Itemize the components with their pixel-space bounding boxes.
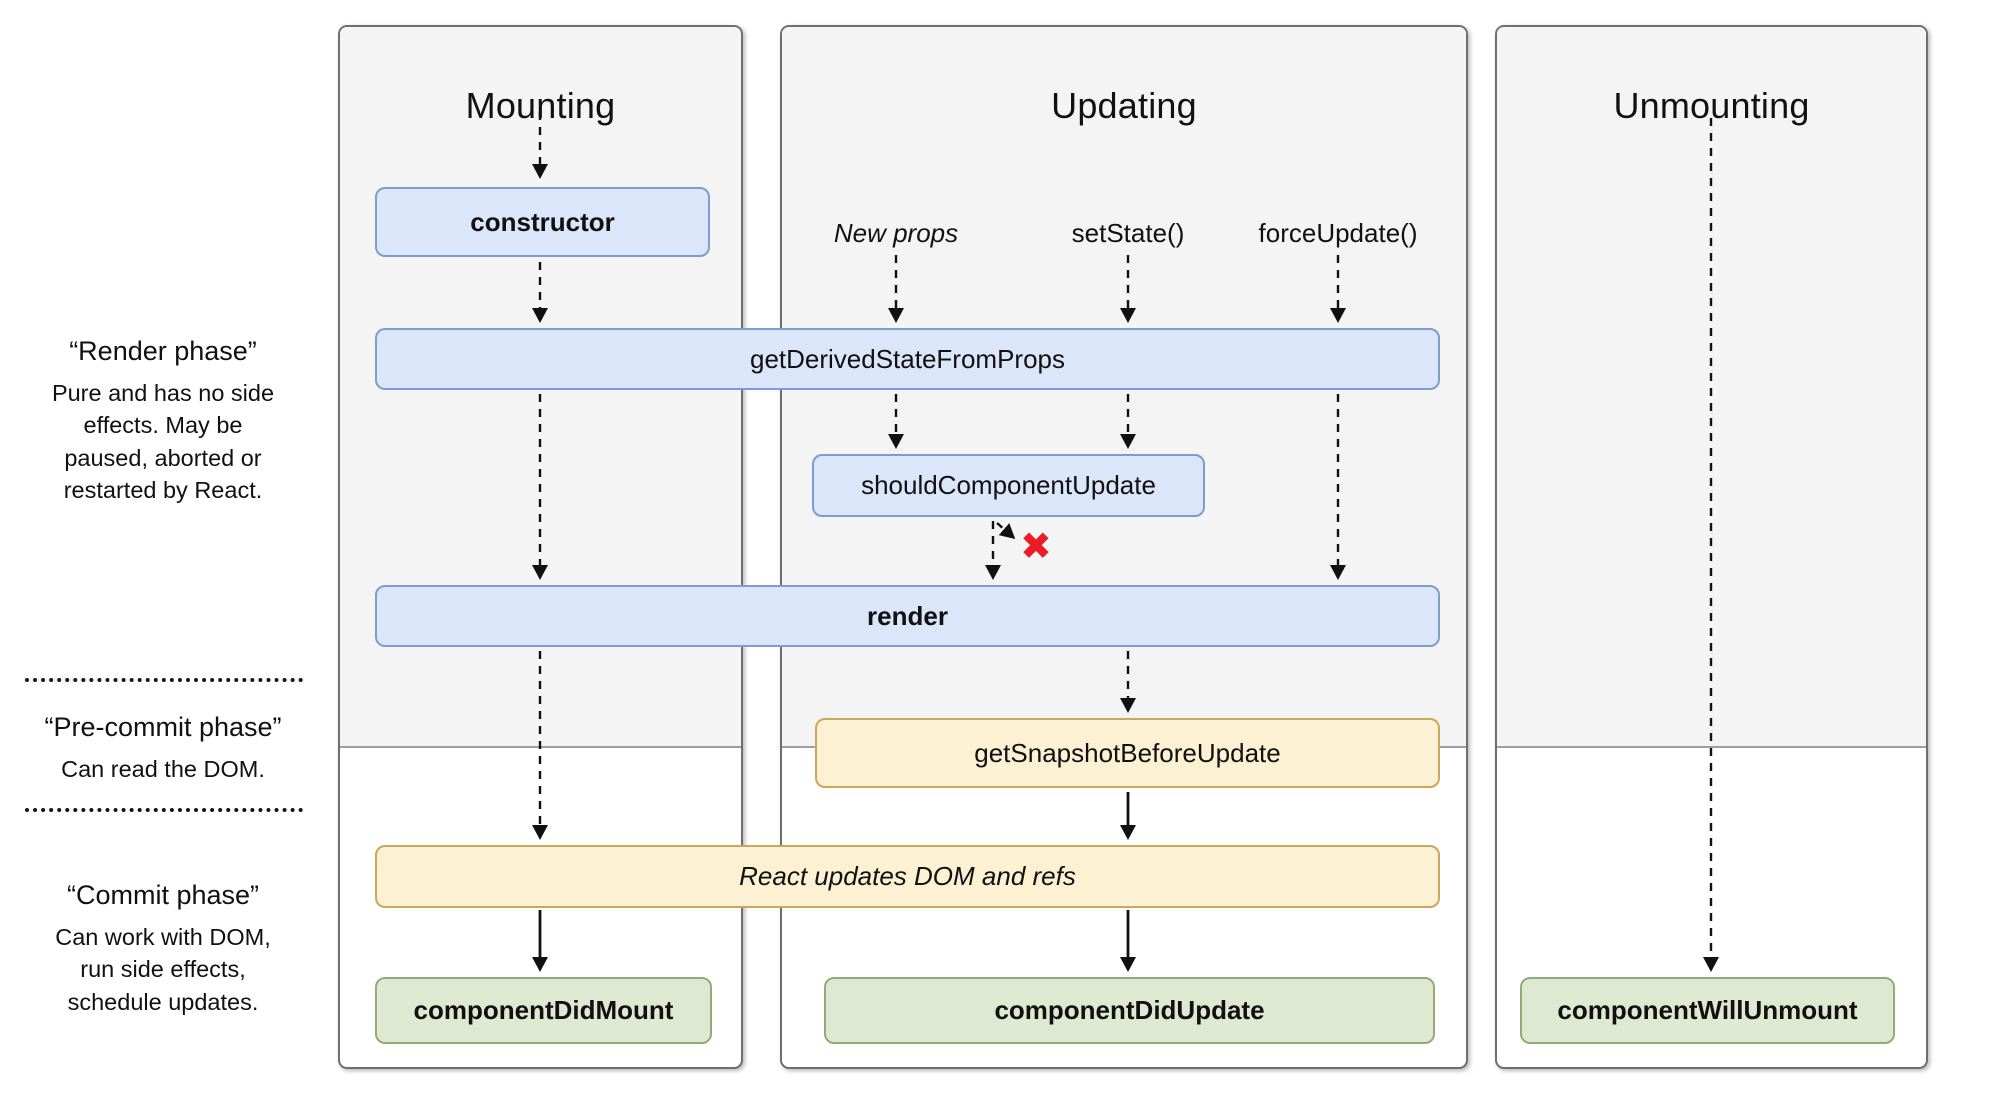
trigger-force-update: forceUpdate(): [1258, 218, 1418, 248]
trigger-new-props: New props: [833, 218, 959, 248]
phase-label-commit: “Commit phase” Can work with DOM, run si…: [28, 880, 298, 1018]
phase-title-commit: “Commit phase”: [66, 880, 260, 910]
node-get-derived-state-from-props: getDerivedStateFromProps: [375, 328, 1440, 390]
trigger-set-state: setState(): [1071, 218, 1185, 248]
phase-label-pre-commit: “Pre-commit phase” Can read the DOM.: [28, 712, 298, 785]
phase-title-render: “Render phase”: [69, 336, 257, 366]
render-phase-background: [1497, 27, 1926, 748]
node-component-will-unmount: componentWillUnmount: [1520, 977, 1895, 1044]
reject-x-icon: ✖: [1020, 524, 1052, 568]
phase-description-commit: Can work with DOM, run side effects, sch…: [55, 924, 271, 1015]
node-constructor: constructor: [375, 187, 710, 257]
node-component-did-mount: componentDidMount: [375, 977, 712, 1044]
node-render: render: [375, 585, 1440, 647]
phase-label-render: “Render phase” Pure and has no side effe…: [28, 336, 298, 507]
phase-description-pre-commit: Can read the DOM.: [61, 756, 265, 782]
dotted-divider-bottom: [25, 808, 303, 812]
dotted-divider-top: [25, 678, 303, 682]
node-should-component-update: shouldComponentUpdate: [812, 454, 1205, 517]
column-title-updating: Updating: [1051, 85, 1197, 126]
column-unmounting: Unmounting: [1495, 25, 1928, 1069]
column-updating: Updating: [780, 25, 1468, 1069]
node-react-updates-dom: React updates DOM and refs: [375, 845, 1440, 908]
column-title-mounting: Mounting: [465, 85, 616, 126]
node-get-snapshot-before-update: getSnapshotBeforeUpdate: [815, 718, 1440, 788]
node-component-did-update: componentDidUpdate: [824, 977, 1435, 1044]
column-mounting: Mounting: [338, 25, 743, 1069]
phase-title-pre-commit: “Pre-commit phase”: [44, 712, 282, 742]
column-title-unmounting: Unmounting: [1613, 85, 1810, 126]
phase-description-render: Pure and has no side effects. May be pau…: [51, 380, 275, 504]
